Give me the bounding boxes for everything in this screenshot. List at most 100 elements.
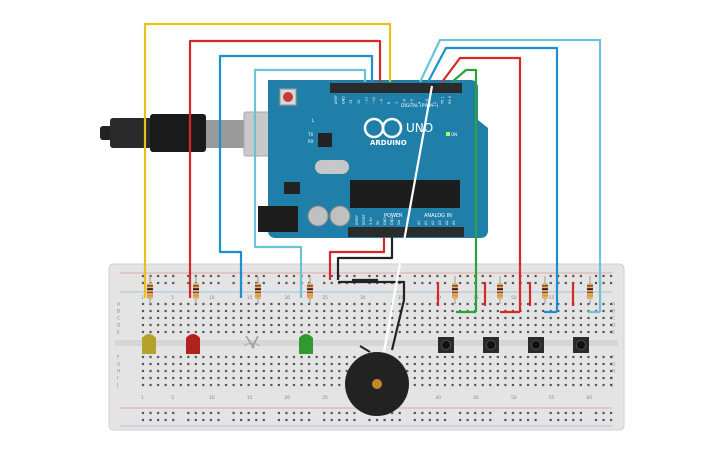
breadboard-hole[interactable]: [375, 302, 379, 306]
breadboard-hole[interactable]: [141, 383, 145, 387]
breadboard-hole[interactable]: [360, 302, 364, 306]
red-wire-5v[interactable]: [328, 237, 386, 280]
breadboard-hole[interactable]: [602, 383, 605, 387]
breadboard-hole[interactable]: [602, 355, 605, 359]
breadboard-hole[interactable]: [610, 376, 613, 380]
breadboard-hole[interactable]: [285, 376, 288, 380]
breadboard-hole[interactable]: [338, 309, 341, 313]
push-button[interactable]: [483, 337, 499, 353]
resistor[interactable]: [255, 276, 261, 304]
breadboard-hole[interactable]: [315, 323, 318, 327]
breadboard-hole[interactable]: [292, 362, 296, 366]
resistor[interactable]: [497, 276, 503, 304]
breadboard-hole[interactable]: [209, 362, 213, 366]
breadboard-hole[interactable]: [247, 369, 250, 373]
breadboard-hole[interactable]: [187, 383, 190, 387]
breadboard-hole[interactable]: [519, 369, 522, 373]
breadboard-hole[interactable]: [240, 355, 243, 359]
breadboard-hole[interactable]: [542, 316, 545, 320]
breadboard-hole[interactable]: [345, 316, 348, 320]
breadboard-hole[interactable]: [149, 369, 152, 373]
rail-hole[interactable]: [489, 281, 492, 285]
breadboard-hole[interactable]: [277, 316, 280, 320]
breadboard-hole[interactable]: [534, 316, 537, 320]
breadboard-hole[interactable]: [481, 309, 484, 313]
breadboard-hole[interactable]: [217, 316, 220, 320]
breadboard-hole[interactable]: [157, 302, 160, 306]
rail-hole[interactable]: [262, 274, 265, 278]
rail-hole[interactable]: [474, 411, 477, 415]
breadboard-hole[interactable]: [413, 309, 416, 313]
breadboard-hole[interactable]: [247, 383, 250, 387]
rail-hole[interactable]: [149, 411, 152, 415]
breadboard-hole[interactable]: [149, 383, 152, 387]
breadboard-hole[interactable]: [413, 302, 416, 306]
rail-hole[interactable]: [232, 281, 235, 285]
breadboard-hole[interactable]: [255, 323, 258, 327]
breadboard-hole[interactable]: [421, 376, 424, 380]
rail-hole[interactable]: [149, 274, 152, 278]
breadboard-hole[interactable]: [240, 376, 243, 380]
breadboard-hole[interactable]: [308, 383, 311, 387]
breadboard-hole[interactable]: [262, 369, 265, 373]
breadboard-hole[interactable]: [247, 355, 250, 359]
breadboard-hole[interactable]: [443, 383, 447, 387]
breadboard-hole[interactable]: [549, 355, 552, 359]
breadboard-hole[interactable]: [308, 362, 311, 366]
breadboard-hole[interactable]: [602, 316, 605, 320]
breadboard-hole[interactable]: [549, 316, 552, 320]
breadboard-hole[interactable]: [443, 362, 447, 366]
breadboard-hole[interactable]: [572, 309, 575, 313]
breadboard-hole[interactable]: [474, 355, 477, 359]
breadboard-hole[interactable]: [164, 316, 167, 320]
rail-hole[interactable]: [375, 274, 379, 278]
rail-hole[interactable]: [255, 274, 258, 278]
breadboard-hole[interactable]: [300, 309, 303, 313]
rail-hole[interactable]: [519, 411, 522, 415]
breadboard-hole[interactable]: [323, 323, 326, 327]
breadboard-hole[interactable]: [285, 316, 288, 320]
breadboard-hole[interactable]: [338, 323, 341, 327]
rail-hole[interactable]: [255, 281, 258, 285]
breadboard-hole[interactable]: [602, 369, 605, 373]
breadboard-hole[interactable]: [534, 369, 537, 373]
breadboard-hole[interactable]: [579, 369, 582, 373]
breadboard-hole[interactable]: [292, 369, 296, 373]
breadboard-hole[interactable]: [564, 369, 567, 373]
breadboard-hole[interactable]: [375, 309, 379, 313]
rail-hole[interactable]: [308, 274, 311, 278]
rail-hole[interactable]: [391, 274, 394, 278]
breadboard-hole[interactable]: [594, 330, 598, 334]
breadboard-hole[interactable]: [557, 316, 560, 320]
rail-hole[interactable]: [594, 411, 598, 415]
breadboard-hole[interactable]: [300, 369, 303, 373]
breadboard-hole[interactable]: [481, 369, 484, 373]
breadboard-hole[interactable]: [285, 369, 288, 373]
breadboard-hole[interactable]: [557, 383, 560, 387]
breadboard-hole[interactable]: [338, 376, 341, 380]
breadboard-hole[interactable]: [262, 309, 265, 313]
breadboard-hole[interactable]: [217, 309, 220, 313]
rail-hole[interactable]: [164, 411, 167, 415]
rail-hole[interactable]: [277, 418, 280, 422]
breadboard-hole[interactable]: [443, 330, 447, 334]
breadboard-hole[interactable]: [557, 362, 560, 366]
breadboard-hole[interactable]: [194, 376, 197, 380]
breadboard-hole[interactable]: [542, 355, 545, 359]
breadboard-hole[interactable]: [300, 362, 303, 366]
breadboard-hole[interactable]: [217, 355, 220, 359]
breadboard-hole[interactable]: [579, 323, 582, 327]
breadboard-hole[interactable]: [413, 355, 416, 359]
breadboard-hole[interactable]: [602, 376, 605, 380]
breadboard-hole[interactable]: [413, 383, 416, 387]
rail-hole[interactable]: [277, 281, 280, 285]
rail-hole[interactable]: [459, 411, 462, 415]
breadboard-hole[interactable]: [587, 369, 590, 373]
resistor[interactable]: [193, 276, 199, 304]
breadboard-hole[interactable]: [398, 330, 401, 334]
rail-hole[interactable]: [217, 411, 220, 415]
breadboard-hole[interactable]: [474, 369, 477, 373]
breadboard-hole[interactable]: [232, 309, 235, 313]
breadboard-hole[interactable]: [255, 383, 258, 387]
breadboard-hole[interactable]: [406, 323, 409, 327]
